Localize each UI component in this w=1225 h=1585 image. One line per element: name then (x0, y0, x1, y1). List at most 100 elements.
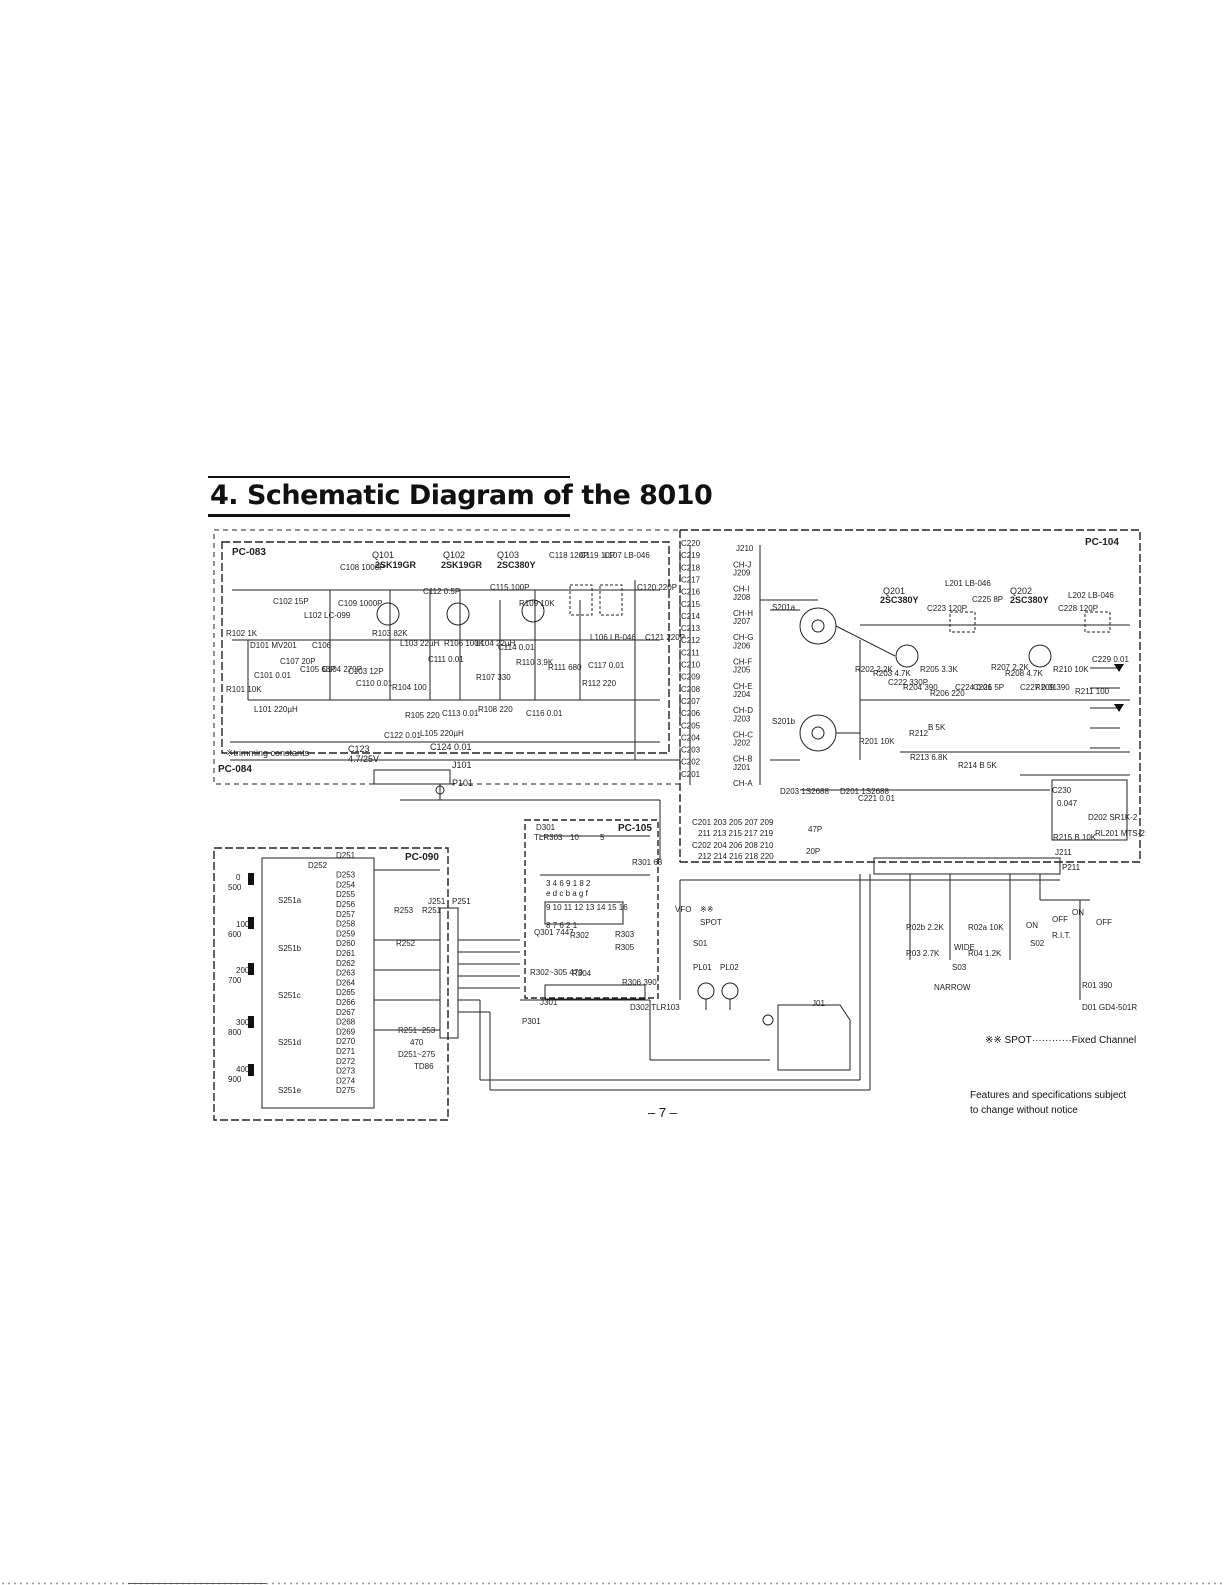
crystal-18: J201 (733, 763, 751, 772)
crystal-16: J202 (733, 739, 751, 748)
crystal-8: J206 (733, 641, 751, 650)
pc104-label-30: C230 (1052, 786, 1072, 795)
page-title: 4. Schematic Diagram of the 8010 (210, 480, 713, 511)
crystal-cap-10: C210 (681, 661, 701, 670)
crystal-14: J203 (733, 714, 751, 723)
rf-label-25: D101 MV201 (250, 641, 297, 650)
pc104-label-26: R201 10K (859, 737, 895, 746)
rf-label-6: C112 0.5P (423, 587, 460, 596)
panel-label-10: R04 1.2K (968, 949, 1002, 958)
block-label-pc104: PC-104 (1085, 537, 1119, 548)
cap-table-2: 47P (808, 825, 822, 834)
crystal-6: J207 (733, 617, 751, 626)
pc105-label-9: Q301 7447 (534, 928, 574, 937)
pc104-label-12: C224 0.01 (955, 683, 992, 692)
pc105-label-7: 9 10 11 12 13 14 15 16 (546, 903, 628, 912)
rf-label-36: C113 0.01 (442, 709, 479, 718)
q103-label: Q103 (497, 550, 519, 560)
crystal-19: CH-A (733, 779, 753, 788)
crystal-cap-8: C212 (681, 636, 701, 645)
rf-label-9: L104 22µH (476, 639, 516, 648)
pc104-label-16: C227 0.01 (1020, 683, 1057, 692)
pc104-label-0: S201a (772, 603, 796, 612)
crystal-cap-18: C202 (681, 758, 701, 767)
pc104-label-24: B 5K (928, 723, 946, 732)
pc104-label-32: D202 SR1K-2 (1088, 813, 1138, 822)
rf-label-23: R112 220 (582, 679, 617, 688)
rf-label-22: C117 0.01 (588, 661, 625, 670)
pc104-label-27: D203 1S2688 (780, 787, 829, 796)
cap-table-0: C201 203 205 207 209 (692, 818, 774, 827)
crystal-cap-0: C220 (681, 539, 701, 548)
rf-label-16: C118 120P (549, 551, 588, 560)
rf-label-31: C101 0.01 (254, 671, 291, 680)
q101-type: 2SK19GR (375, 560, 417, 570)
rf-label-19: C120 220P (637, 583, 677, 592)
freq-label-3-1: 800 (228, 1028, 242, 1037)
pc090-label-34: P251 (452, 897, 471, 906)
cap-table-3: C202 204 206 208 210 (692, 841, 774, 850)
rf-label-24: R102 1K (226, 629, 258, 638)
q101-label: Q101 (372, 550, 394, 560)
crystal-cap-11: C209 (681, 673, 701, 682)
rf-label-8: R106 100K (444, 639, 485, 648)
panel-label-21: D01 GD4-501R (1082, 1003, 1137, 1012)
pc090-label-11: D262 (336, 959, 356, 968)
pc104-label-14: R207 2.2K (991, 663, 1029, 672)
pc104-label-11: R205 3.3K (920, 665, 958, 674)
rf-label-40: L105 220µH (420, 729, 464, 738)
pc105-label-17: J301 (540, 998, 558, 1007)
rf-label-2: L102 LC-099 (304, 611, 351, 620)
pc090-label-15: D266 (336, 998, 356, 1007)
pc105-label-16: D302 TLR103 (630, 1003, 680, 1012)
pc105-label-0: D301 (536, 823, 556, 832)
rf-label-21: L106 LB-046 (590, 633, 636, 642)
crystal-5: CH-H (733, 609, 753, 618)
rf-label-20: C121 220P (645, 633, 685, 642)
rf-label-13: C114 0.01 (498, 643, 535, 652)
pc090-label-26: S251b (278, 944, 302, 953)
panel-label-7: R02b 2.2K (906, 923, 944, 932)
pc084-label-5: P101 (452, 778, 473, 788)
pc105-label-8: 8 7 6 2 1 (546, 921, 578, 930)
crystal-0: J210 (736, 544, 754, 553)
freq-label-0-0: 0 (236, 873, 241, 882)
rf-label-27: C105 68P (300, 665, 336, 674)
rf-label-17: C119 10P (580, 551, 615, 560)
pc104-label-4: C223 120P (927, 604, 967, 613)
page-number: – 7 – (648, 1105, 677, 1120)
crystal-15: CH-C (733, 730, 753, 739)
pc104-label-2: L201 LB-046 (945, 579, 991, 588)
pc104-label-13: C226 5P (973, 683, 1004, 692)
panel-label-8: R02a 10K (968, 923, 1004, 932)
pc090-label-18: D269 (336, 1027, 356, 1036)
pc090-label-27: S251c (278, 991, 301, 1000)
pc105-label-13: R305 (615, 943, 635, 952)
crystal-cap-14: C206 (681, 709, 701, 718)
rf-label-33: C110 0.01 (356, 679, 393, 688)
panel-label-0: VFO (675, 905, 691, 914)
block-label-pc090: PC-090 (405, 852, 439, 863)
rf-label-34: R104 100 (392, 683, 427, 692)
pc104-label-34: R215 B 10K (1053, 833, 1097, 842)
q202-type: 2SC380Y (1010, 595, 1049, 605)
pc084-label-2: 4.7/25V (348, 754, 379, 764)
pc090-label-37: D251~275 (398, 1050, 436, 1059)
rf-label-15: R111 680 (548, 663, 582, 672)
rf-label-18: L107 LB-046 (604, 551, 650, 560)
q201-type: 2SC380Y (880, 595, 919, 605)
panel-label-16: S02 (1030, 939, 1045, 948)
pc104-label-19: C229 0.01 (1092, 655, 1129, 664)
cap-table-4: 212 214 216 218 220 (698, 852, 774, 861)
rf-label-1: C102 15P (273, 597, 309, 606)
pc105-label-2: 10 (570, 833, 579, 842)
rf-label-0: C108 1000P (340, 563, 384, 572)
cap-table-5: 20P (806, 847, 820, 856)
pc090-label-14: D265 (336, 988, 356, 997)
pc090-label-32: R252 (396, 939, 416, 948)
pc090-label-8: D259 (336, 929, 356, 938)
freq-label-1-1: 600 (228, 930, 242, 939)
pc090-label-5: D256 (336, 900, 356, 909)
pc105-label-5: 3 4 6 9 1 8 2 (546, 879, 591, 888)
panel-label-9: R03 2.7K (906, 949, 940, 958)
